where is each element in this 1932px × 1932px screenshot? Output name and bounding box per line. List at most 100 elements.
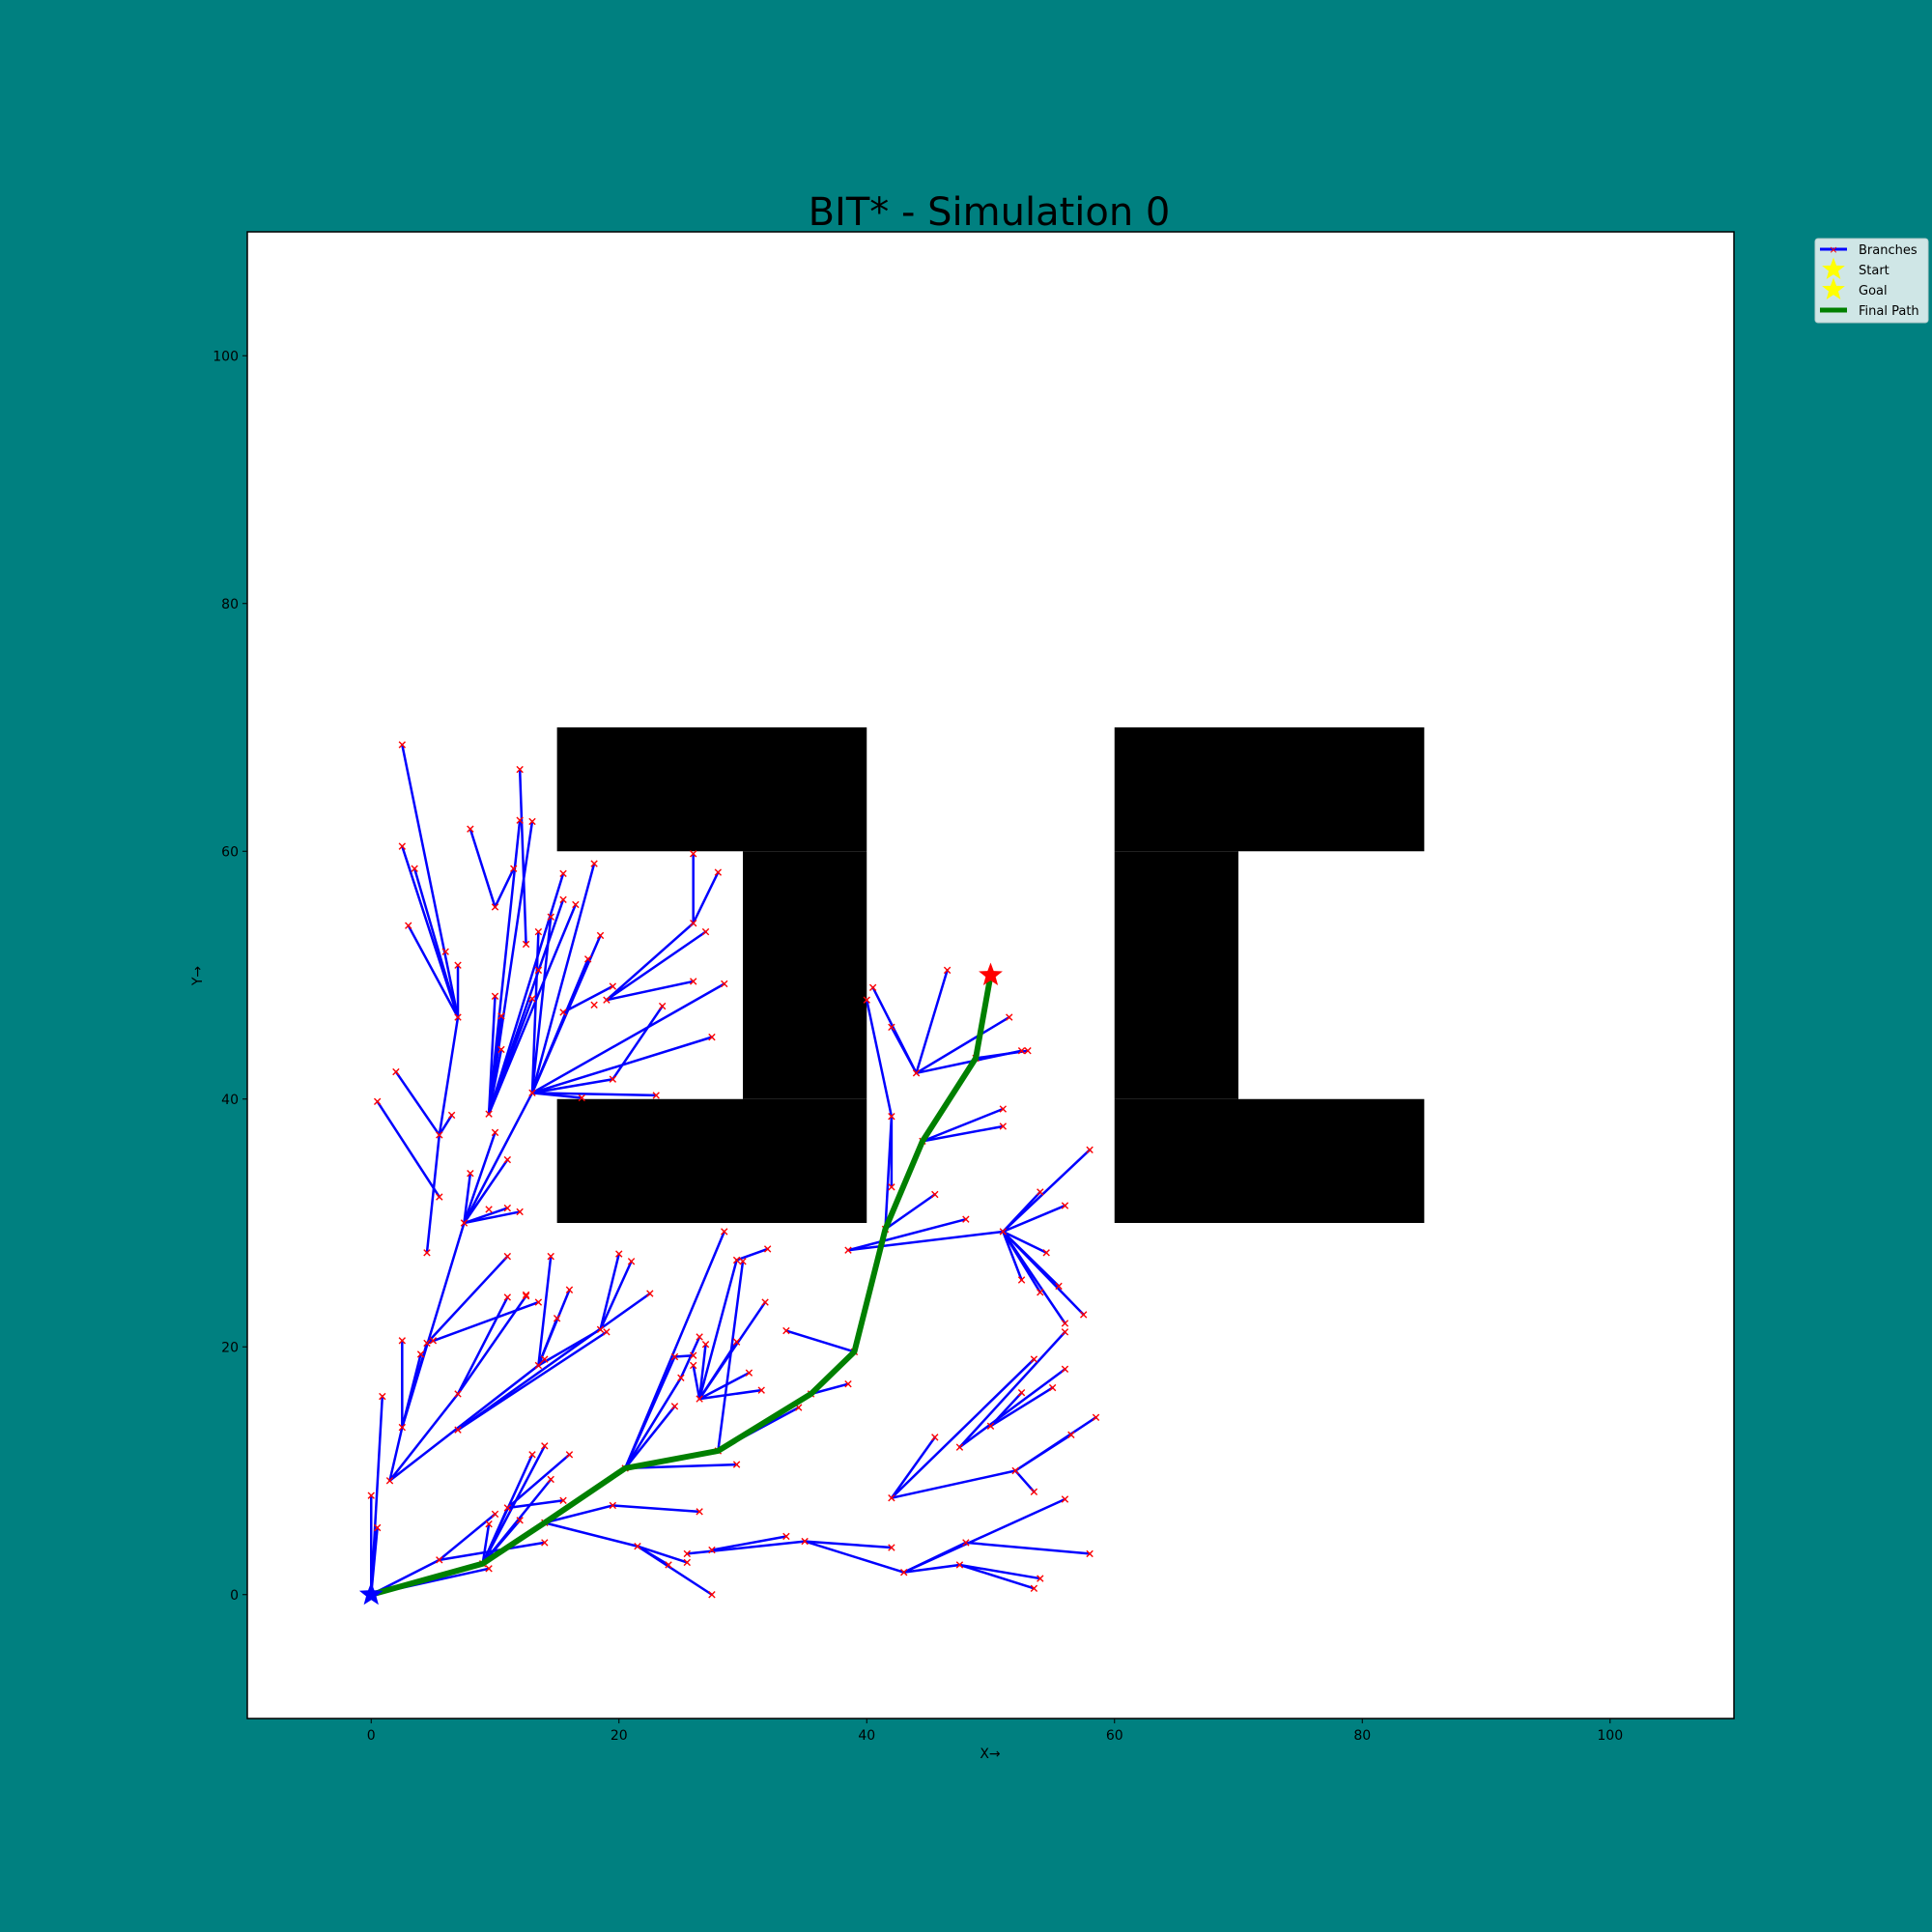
x-tick-label: 20 — [611, 1728, 628, 1744]
goal-star-icon — [979, 962, 1003, 985]
node-marker — [436, 1556, 443, 1564]
node-marker — [559, 869, 567, 878]
branch-edge — [599, 1252, 620, 1331]
node-marker — [398, 741, 407, 749]
branch-edge — [506, 1453, 571, 1510]
node-marker — [1017, 1276, 1026, 1284]
node-marker — [373, 1523, 382, 1532]
node-marker — [441, 948, 449, 955]
node-marker — [392, 1067, 400, 1076]
node-marker — [1061, 1495, 1069, 1503]
node-marker — [411, 865, 418, 872]
node-marker — [491, 1128, 499, 1137]
branch-edge — [915, 969, 949, 1075]
node-marker — [844, 1380, 852, 1388]
node-marker — [1067, 1431, 1075, 1439]
node-marker — [367, 1492, 375, 1499]
branch-edge — [964, 1541, 1092, 1555]
node-marker — [782, 1532, 790, 1541]
branch-edge — [487, 997, 534, 1116]
branch-edge — [1002, 1230, 1023, 1282]
obstacle-block — [1114, 851, 1238, 1099]
node-marker — [962, 1539, 970, 1547]
legend-box — [1814, 238, 1929, 324]
node-marker — [1048, 1383, 1057, 1392]
node-marker — [986, 1422, 995, 1431]
branch-edge — [463, 1158, 509, 1225]
node-marker — [516, 1208, 524, 1216]
node-marker — [436, 1131, 443, 1139]
node-marker — [888, 1544, 895, 1551]
branch-edge — [530, 915, 553, 1094]
node-marker — [1011, 1466, 1019, 1475]
node-marker — [1030, 1488, 1038, 1495]
branch-edge — [543, 1504, 614, 1524]
node-marker — [955, 1443, 964, 1451]
branch-edge — [697, 1343, 707, 1401]
node-marker — [429, 1337, 438, 1345]
branch-edge — [530, 1092, 583, 1099]
node-marker — [999, 1105, 1008, 1113]
branch-edge — [487, 872, 565, 1116]
branch-edge — [506, 1499, 565, 1510]
branch-nodes — [367, 741, 1100, 1599]
node-marker — [888, 1494, 895, 1502]
node-marker — [1061, 1320, 1069, 1327]
branch-edge — [530, 957, 589, 1094]
node-marker — [541, 1442, 549, 1450]
plot-frame — [246, 231, 1735, 1719]
branch-edge — [401, 1221, 466, 1429]
branch-edge — [487, 903, 578, 1116]
branch-edge — [1002, 1204, 1066, 1234]
node-marker — [503, 1293, 512, 1301]
branch-edge — [902, 1563, 961, 1574]
node-marker — [572, 900, 580, 909]
node-marker — [761, 1298, 769, 1306]
branch-edge — [958, 1563, 1042, 1580]
branch-edge — [1013, 1469, 1036, 1493]
branch-edge — [407, 923, 460, 1019]
branch-edge — [915, 1049, 1023, 1075]
node-marker — [503, 1155, 512, 1164]
branch-edge — [784, 1329, 856, 1353]
branch-edge — [481, 1522, 491, 1565]
node-marker — [732, 1338, 741, 1346]
branch-edge — [989, 1391, 1023, 1428]
branch-edge — [438, 1114, 453, 1137]
branch-edge — [958, 1563, 1036, 1590]
x-tick-label: 100 — [1597, 1728, 1623, 1744]
branch-edge — [537, 1255, 553, 1367]
node-marker — [696, 1333, 703, 1341]
branch-edge — [921, 1124, 1005, 1143]
node-marker — [1079, 1311, 1088, 1319]
branch-edge — [890, 1469, 1017, 1499]
branch-edge — [1002, 1149, 1092, 1234]
branch-edge — [543, 1521, 639, 1548]
node-marker — [460, 1219, 469, 1227]
branch-edge — [692, 1364, 701, 1401]
node-marker — [590, 1001, 598, 1009]
branch-edge — [463, 1172, 472, 1225]
legend-label: Final Path — [1859, 304, 1919, 319]
branch-edge — [605, 930, 707, 1002]
node-marker — [1017, 1389, 1026, 1397]
node-marker — [565, 1451, 574, 1459]
branch-edge — [803, 1540, 905, 1574]
branch-edge — [1002, 1230, 1061, 1288]
node-marker — [690, 978, 697, 985]
node-marker — [955, 1561, 964, 1569]
node-marker — [454, 1426, 462, 1434]
node-marker — [528, 1089, 536, 1097]
branch-edge — [412, 867, 460, 1019]
branch-edge — [394, 1070, 441, 1137]
legend-label: Goal — [1859, 284, 1888, 298]
node-marker — [844, 1246, 852, 1254]
branch-edge — [611, 1504, 701, 1514]
node-marker — [485, 1565, 493, 1573]
node-marker — [670, 1403, 679, 1410]
node-marker — [510, 865, 518, 872]
node-marker — [732, 1461, 741, 1468]
node-marker — [491, 903, 499, 911]
node-marker — [609, 1075, 617, 1083]
